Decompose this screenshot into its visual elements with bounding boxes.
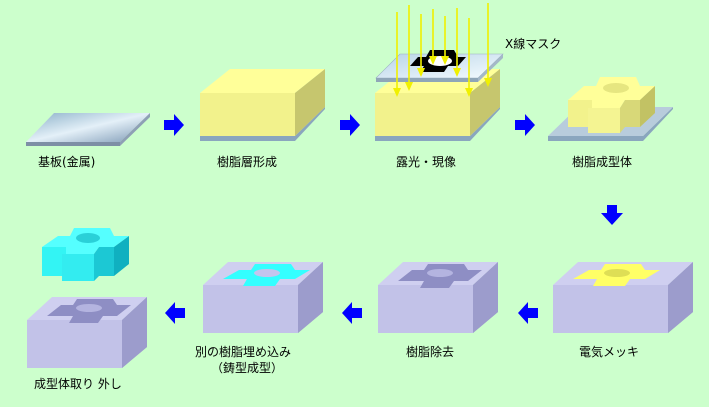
step4-label: 樹脂成型体	[572, 155, 633, 169]
step6-resin-removed	[378, 262, 498, 333]
mask-label: X線マスク	[505, 37, 562, 51]
xray-beams	[396, 3, 489, 92]
step1-label: 基板(金属)	[38, 155, 96, 169]
arrow-1-to-2	[164, 114, 184, 136]
step1-substrate	[26, 113, 150, 146]
step3-label: 露光・現像	[396, 155, 457, 169]
arrow-2-to-3	[340, 114, 360, 136]
arrow-3-to-4	[515, 114, 535, 136]
step3-exposure	[375, 3, 504, 141]
step7-label: 別の樹脂埋め込み	[195, 345, 292, 359]
step2-resin-layer	[200, 69, 325, 141]
step5-label: 電気メッキ	[579, 345, 640, 359]
step7-refill	[203, 262, 323, 333]
step8-label: 成型体取り 外し	[34, 377, 122, 391]
arrow-4-to-5	[601, 205, 623, 225]
step7-sublabel: （鋳型成型）	[211, 361, 284, 375]
arrow-6-to-7	[342, 302, 362, 324]
step8-demold	[27, 228, 147, 368]
step2-label: 樹脂層形成	[217, 155, 278, 169]
arrow-5-to-6	[518, 302, 538, 324]
step4-resin-body	[548, 77, 673, 141]
molded-part	[42, 228, 129, 281]
step5-plating	[553, 262, 693, 333]
arrow-7-to-8	[165, 302, 185, 324]
step6-label: 樹脂除去	[406, 345, 455, 359]
